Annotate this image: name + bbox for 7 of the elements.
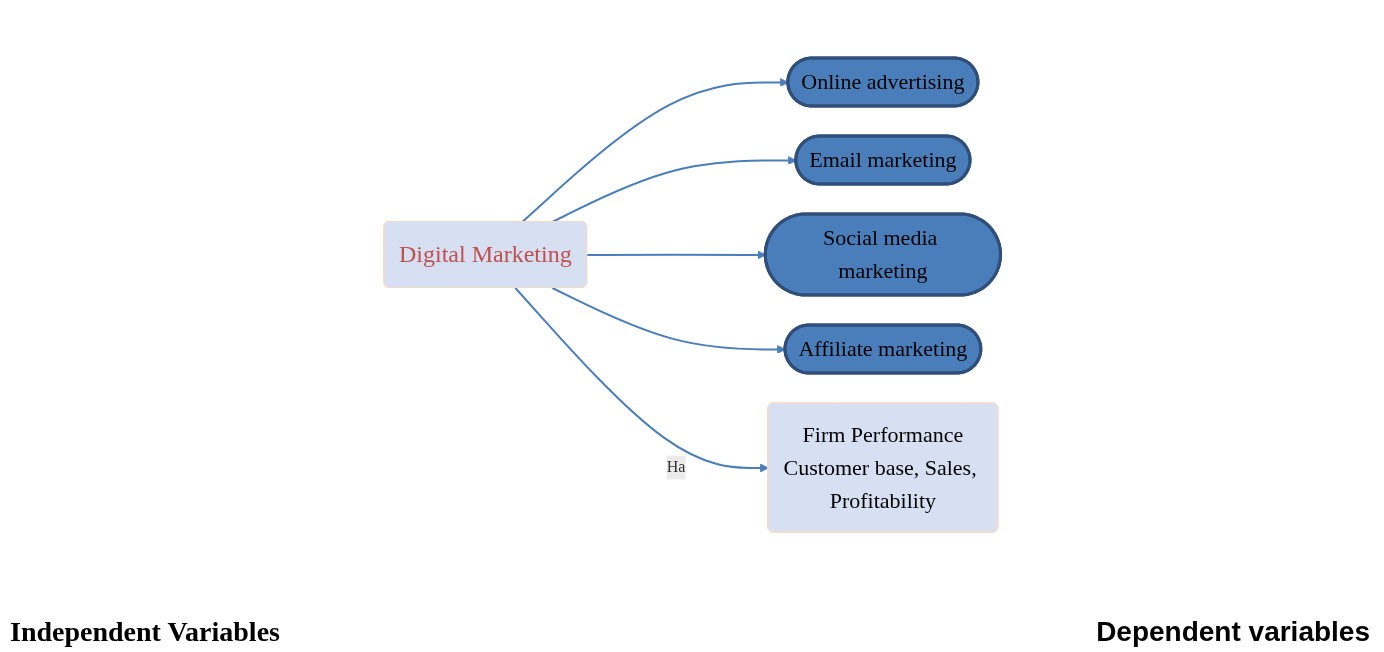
edge-label: Ha — [666, 458, 686, 476]
variable-heading: Dependent variables — [1096, 616, 1370, 648]
arrow — [551, 287, 786, 354]
variable-heading: Independent Variables — [10, 616, 280, 648]
arrow — [585, 250, 766, 260]
arrow — [514, 287, 769, 473]
arrow — [551, 156, 797, 223]
